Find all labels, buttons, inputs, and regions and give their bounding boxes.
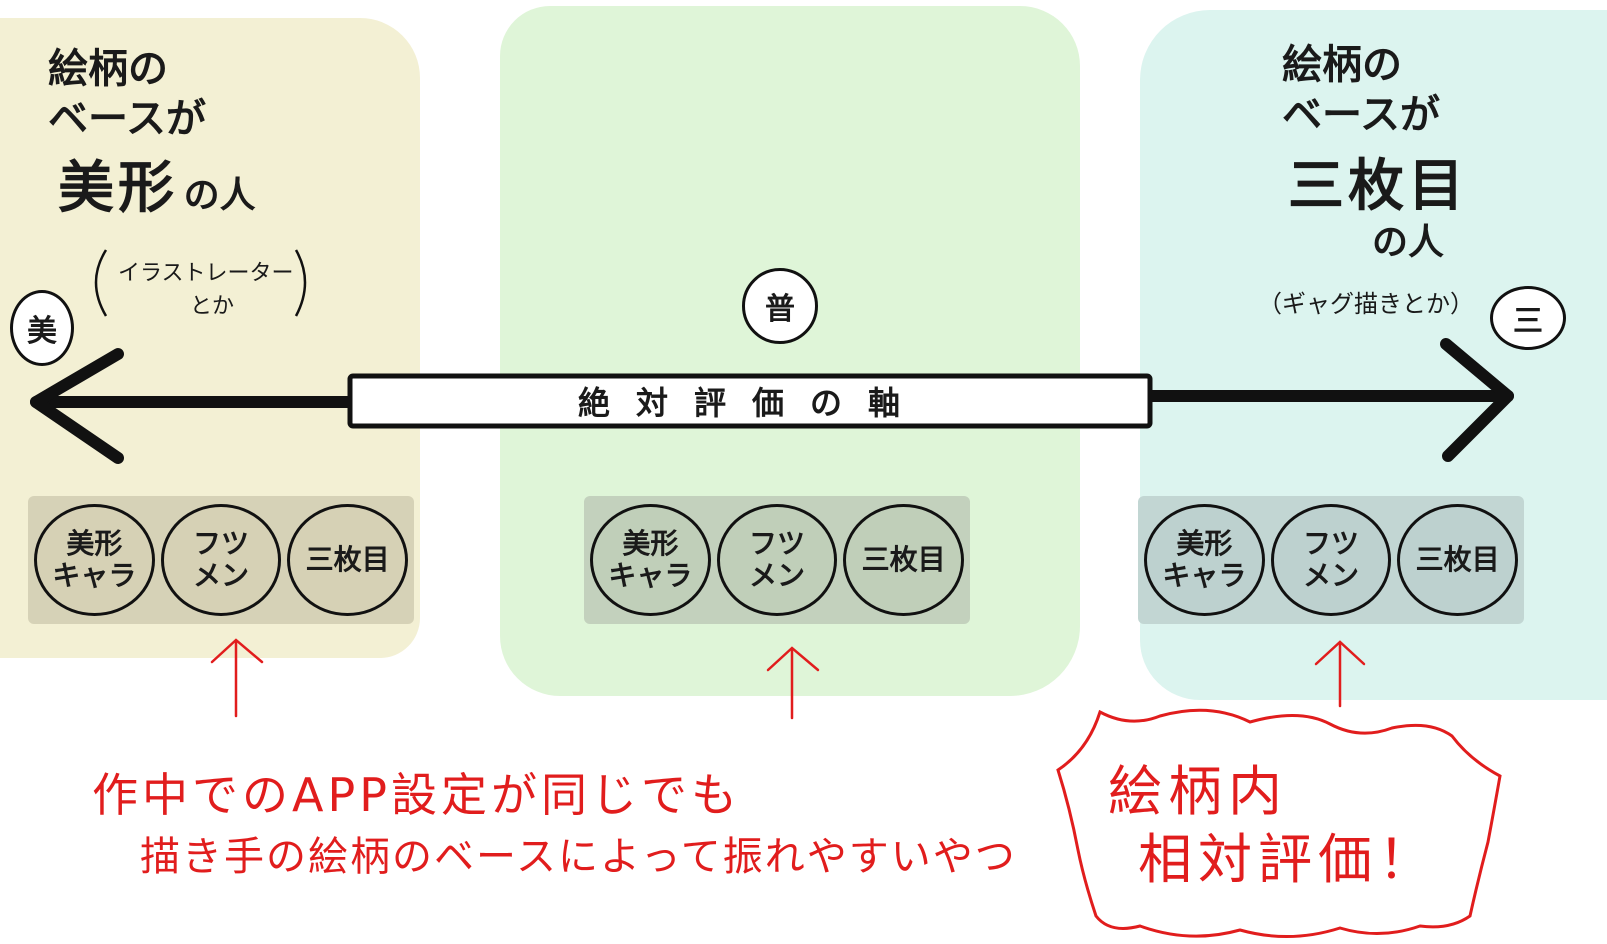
chip-group-left: 美形 キャラ フツ メン 三枚目 bbox=[28, 496, 414, 624]
right-heading-line2: ベースが bbox=[1282, 92, 1440, 138]
burst-text: 絵柄内 相対評価！ bbox=[1108, 758, 1478, 893]
badge-futsu: 普 bbox=[742, 268, 818, 344]
badge-sanmaime: 三 bbox=[1490, 286, 1566, 350]
chip-group-right: 美形 キャラ フツ メン 三枚目 bbox=[1138, 496, 1524, 624]
left-heading-big: 美形 bbox=[58, 156, 178, 221]
burst-text-line1: 絵柄内 bbox=[1108, 760, 1288, 823]
right-heading-big: 三枚目 bbox=[1288, 154, 1468, 219]
left-heading-main: 美形 の人 bbox=[58, 159, 256, 219]
bottom-text-line1: 作中でのAPP設定が同じでも bbox=[92, 768, 741, 822]
burst-text-line2: 相対評価！ bbox=[1138, 827, 1438, 891]
badge-bikei: 美 bbox=[10, 290, 74, 366]
right-heading-line1: 絵柄の bbox=[1282, 42, 1402, 88]
chip-futsumen-right: フツ メン bbox=[1270, 504, 1392, 616]
left-note-line1: イラストレーター bbox=[118, 261, 294, 286]
chip-sanmaime-left: 三枚目 bbox=[287, 504, 409, 616]
left-heading-line2: ベースが bbox=[48, 96, 206, 142]
left-note-line2: とか bbox=[190, 294, 235, 319]
chip-bikei-center: 美形 キャラ bbox=[590, 504, 711, 616]
left-heading-line1: 絵柄の bbox=[48, 46, 168, 92]
chip-sanmaime-right: 三枚目 bbox=[1397, 504, 1519, 616]
chip-futsumen-left: フツ メン bbox=[160, 504, 282, 616]
right-heading-suffix: の人 bbox=[1372, 222, 1445, 263]
left-heading-suffix: の人 bbox=[183, 175, 256, 216]
chip-futsumen-center: フツ メン bbox=[716, 504, 838, 616]
chip-bikei-right: 美形 キャラ bbox=[1144, 504, 1265, 616]
bottom-text-line2: 描き手の絵柄のベースによって振れやすいやつ bbox=[140, 834, 1017, 880]
chip-group-center: 美形 キャラ フツ メン 三枚目 bbox=[584, 496, 970, 624]
left-note-parentheses bbox=[94, 249, 307, 317]
axis-label: 絶対評価の軸 bbox=[577, 384, 926, 422]
chip-sanmaime-center: 三枚目 bbox=[843, 504, 965, 616]
right-note: （ギャグ描きとか） bbox=[1258, 290, 1474, 318]
chip-bikei-left: 美形 キャラ bbox=[34, 504, 155, 616]
burst-outline bbox=[1056, 708, 1502, 939]
